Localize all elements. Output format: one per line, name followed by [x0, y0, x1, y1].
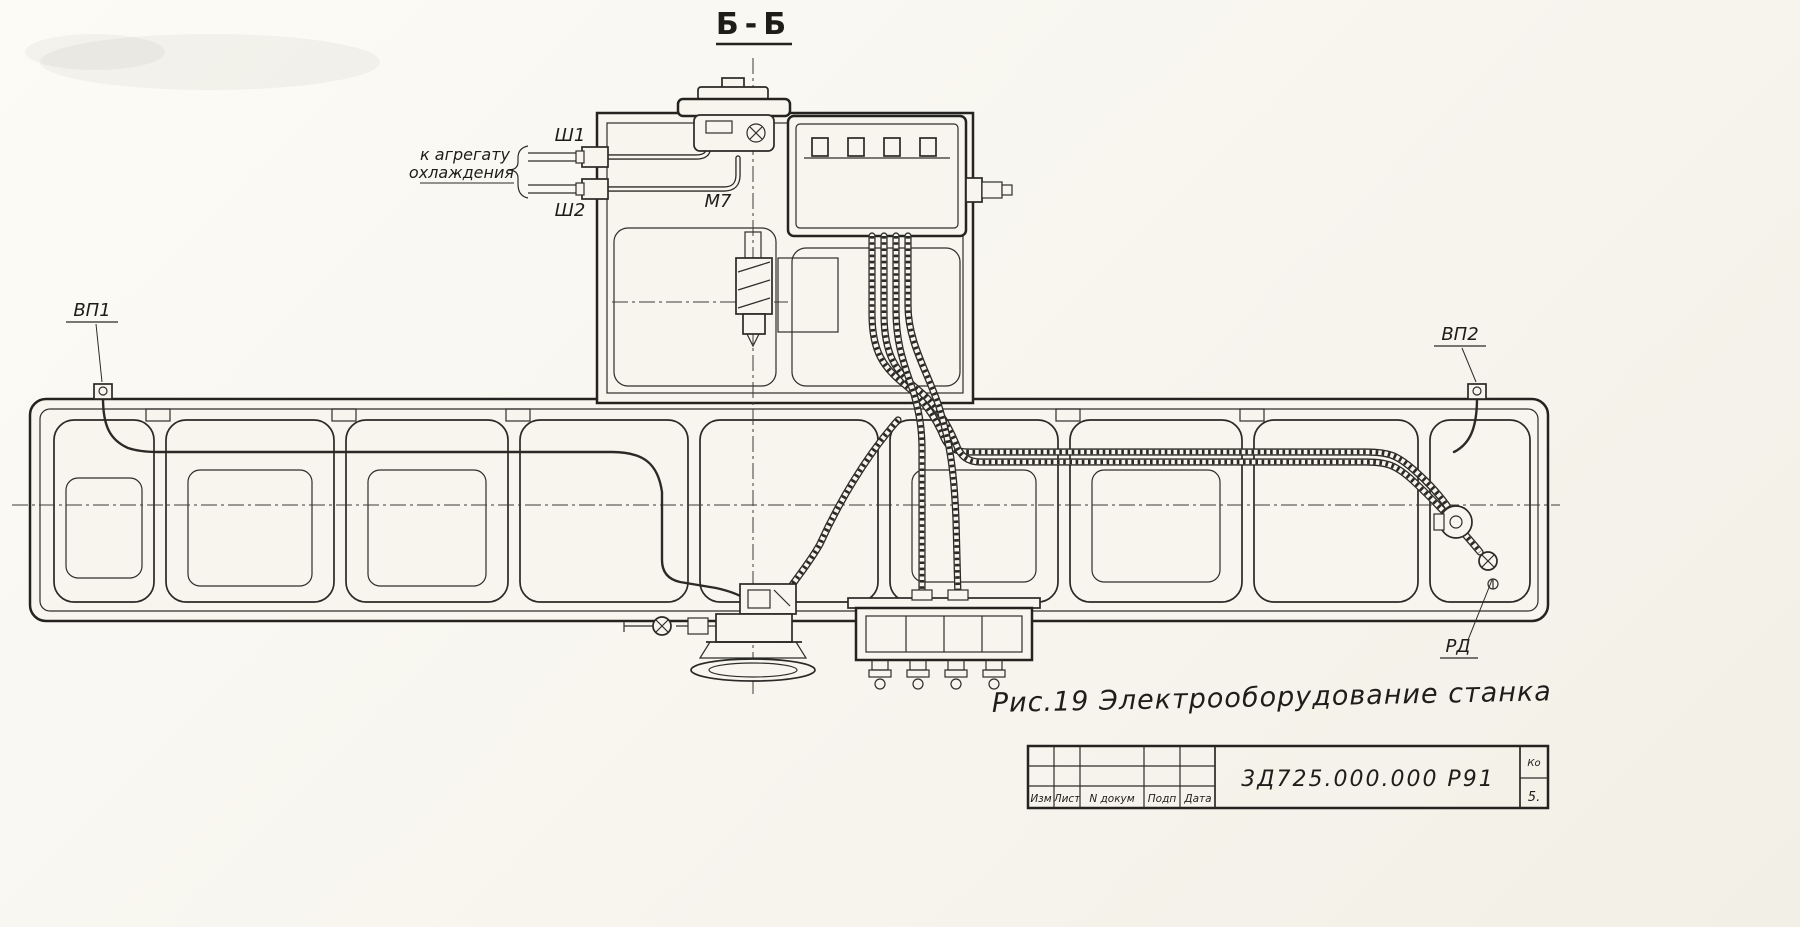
cooling-note-line2: охлаждения	[409, 163, 514, 182]
label-sh2: Ш2	[555, 200, 586, 221]
label-rd: РД	[1446, 636, 1471, 657]
title-block-corner-bottom: 5.	[1528, 790, 1540, 805]
pipe-fitting-sh1	[575, 146, 609, 168]
open-box	[777, 257, 839, 333]
pipe-fitting-sh2	[575, 178, 609, 200]
column-inner-wall	[606, 122, 964, 394]
motor-port	[746, 123, 766, 143]
column-opening-right	[791, 247, 961, 387]
pressure-relay-rd	[1433, 505, 1499, 590]
leader-rd	[1467, 579, 1493, 641]
bed-compartment	[1069, 419, 1243, 603]
terminal	[919, 137, 937, 157]
cooling-note-line1: к агрегату	[420, 145, 510, 164]
bed-rib-tab	[1239, 408, 1265, 422]
motor-lid	[676, 97, 792, 118]
title-block-col-podp: Подп	[1148, 793, 1177, 805]
coolant-pump	[623, 583, 816, 682]
spindle-assembly	[735, 231, 839, 348]
motor-assembly	[676, 77, 792, 152]
title-block-corner-top: Ко	[1527, 758, 1540, 769]
title-block-frame	[1026, 744, 1550, 810]
bed-compartment	[165, 419, 335, 603]
label-sh1: Ш1	[555, 125, 586, 146]
label-m7: М7	[705, 191, 733, 212]
electric-box-inner	[795, 123, 959, 229]
section-title: Б-Б	[716, 7, 792, 42]
terminal-box-bolts	[868, 659, 1006, 690]
limit-switch-vp2	[1467, 383, 1487, 400]
terminal-box	[847, 589, 1041, 690]
brace	[507, 145, 529, 199]
shaft-tip	[742, 313, 766, 335]
bed-rib-tab	[331, 408, 357, 422]
pipe-2	[597, 155, 741, 192]
bed-opening	[187, 469, 313, 587]
bed-rib-tab	[145, 408, 171, 422]
leader-vp1	[95, 323, 103, 383]
bed-opening	[367, 469, 487, 587]
title-block-col-dokum: N докум	[1089, 793, 1134, 805]
leader-vp2	[1461, 347, 1477, 383]
bed-compartment	[1253, 419, 1419, 603]
bed-rib-tab	[1055, 408, 1081, 422]
connector-tip	[1001, 184, 1013, 196]
pipe-1	[597, 148, 711, 160]
terminal	[811, 137, 829, 157]
wire-vp2	[1452, 396, 1479, 454]
title-block-col-list: Лист	[1053, 793, 1081, 805]
bed-compartment	[345, 419, 509, 603]
pipe-stubs	[507, 145, 576, 199]
side-connector	[965, 177, 1013, 203]
shaft-point	[746, 333, 760, 348]
pump-flange	[698, 641, 808, 659]
cable-gland	[911, 589, 933, 601]
bed-opening	[911, 469, 1037, 583]
connector-body	[965, 177, 983, 203]
wire-vp1	[101, 396, 746, 600]
column-opening-left	[613, 227, 777, 387]
relay-body	[1439, 505, 1473, 539]
title-block-col-data: Дата	[1183, 793, 1211, 805]
bed-compartment	[519, 419, 689, 603]
title-block: Изм Лист N докум Подп Дата 3Д725.000.000…	[1026, 744, 1550, 810]
electric-box	[786, 114, 968, 238]
connector-nut	[981, 181, 1003, 199]
scan-smudge	[25, 34, 380, 90]
pump-switch-inner	[747, 589, 771, 609]
limit-switch-vp1	[93, 383, 113, 400]
label-vp1: ВП1	[73, 300, 110, 321]
title-block-col-izm: Изм	[1030, 793, 1051, 805]
bed-rib-tab	[505, 408, 531, 422]
cable-gland	[947, 589, 969, 601]
bed-compartment	[1429, 419, 1531, 603]
terminal	[883, 137, 901, 157]
terminal-board-box	[786, 114, 968, 238]
figure-caption: Рис.19 Электрооборудование станка	[991, 676, 1552, 719]
motor-plate	[705, 120, 733, 134]
document-number: 3Д725.000.000 Р91	[1241, 767, 1494, 792]
terminal	[847, 137, 865, 157]
bed-opening	[1091, 469, 1221, 583]
label-vp2: ВП2	[1441, 324, 1478, 345]
terminal-box-flange	[847, 597, 1041, 609]
coolant-pipes	[507, 145, 741, 200]
pump-motor	[715, 613, 793, 643]
bed-opening	[65, 477, 143, 579]
pump-switch-box	[739, 583, 797, 615]
pump-bracket	[687, 617, 709, 635]
